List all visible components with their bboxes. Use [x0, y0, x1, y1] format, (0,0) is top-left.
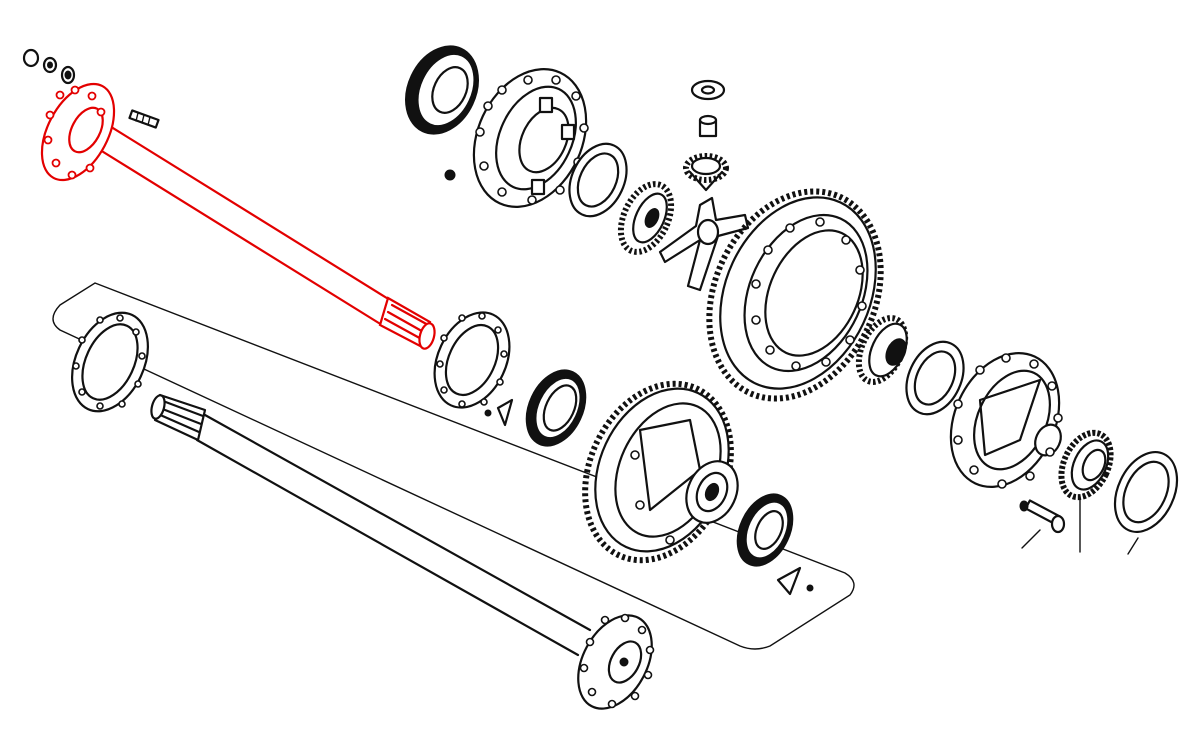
bearing-race-right[interactable] — [1103, 442, 1189, 542]
ring-gear-upper[interactable] — [677, 163, 913, 426]
diff-case-right[interactable] — [930, 335, 1080, 504]
lock-clip-center[interactable] — [484, 398, 514, 427]
lock-clip-lower[interactable] — [776, 566, 814, 596]
bearing-upper-left[interactable] — [392, 34, 493, 146]
ring-gear-lower[interactable] — [557, 360, 758, 584]
adjuster-nut-lower[interactable] — [726, 485, 803, 575]
stud-bolt[interactable] — [128, 109, 160, 129]
plug-small[interactable] — [444, 169, 456, 181]
bolt-right[interactable] — [1019, 499, 1066, 534]
gasket-ring-lower-left[interactable] — [57, 301, 163, 424]
subassembly-outline — [52, 282, 855, 650]
thrust-washer-upper[interactable] — [558, 135, 637, 226]
adjuster-nut-center[interactable] — [515, 360, 598, 455]
gasket-ring-center[interactable] — [420, 300, 524, 419]
axle-shaft-upper[interactable] — [27, 72, 437, 350]
side-gear-right[interactable] — [850, 311, 915, 390]
nut-washer-set[interactable] — [22, 48, 76, 85]
leader-lines — [1021, 499, 1139, 555]
flange-bolt-holes — [43, 85, 106, 180]
side-gear-upper[interactable] — [611, 176, 681, 260]
diff-case-upper[interactable] — [452, 51, 607, 225]
pinion-spacer[interactable] — [698, 114, 718, 138]
spider-cross[interactable] — [658, 196, 750, 292]
pinion-washer[interactable] — [690, 79, 726, 101]
pinion-gear-upper[interactable] — [683, 153, 729, 192]
axle-shaft-lower[interactable] — [149, 393, 667, 721]
lower-flange-holes — [579, 613, 655, 709]
tapered-bearing-right[interactable] — [1052, 425, 1121, 505]
thrust-washer-right[interactable] — [895, 333, 974, 424]
